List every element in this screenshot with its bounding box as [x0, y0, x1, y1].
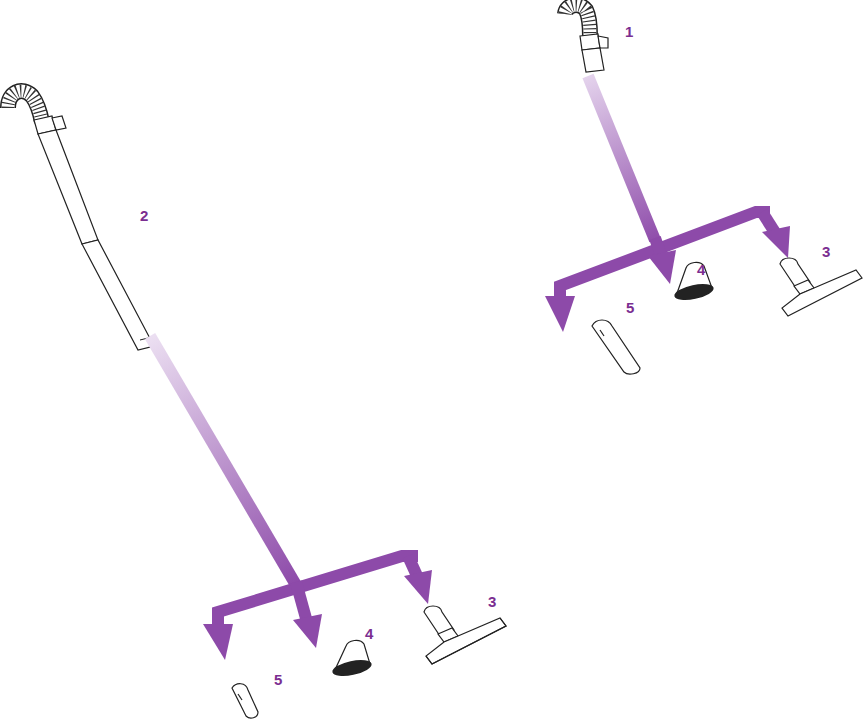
callout-number: 1 [625, 24, 633, 39]
callout-number: 4 [365, 626, 373, 641]
distribution-arrow [150, 336, 432, 660]
callout-number: 3 [822, 244, 830, 259]
callout-number: 2 [140, 208, 148, 223]
upholstery-tool [331, 640, 373, 679]
crevice-tool [232, 684, 258, 718]
upholstery-tool [673, 262, 715, 303]
callout-number: 5 [626, 300, 634, 315]
distribution-arrow [545, 76, 790, 332]
brush-tool [424, 606, 506, 664]
callout-number: 3 [488, 594, 496, 609]
callout-number: 5 [274, 672, 282, 687]
crevice-tool [592, 320, 640, 374]
brush-tool [780, 258, 862, 316]
callout-number: 4 [697, 262, 705, 277]
hose-end [565, 5, 608, 72]
hose-with-wand [8, 91, 156, 350]
